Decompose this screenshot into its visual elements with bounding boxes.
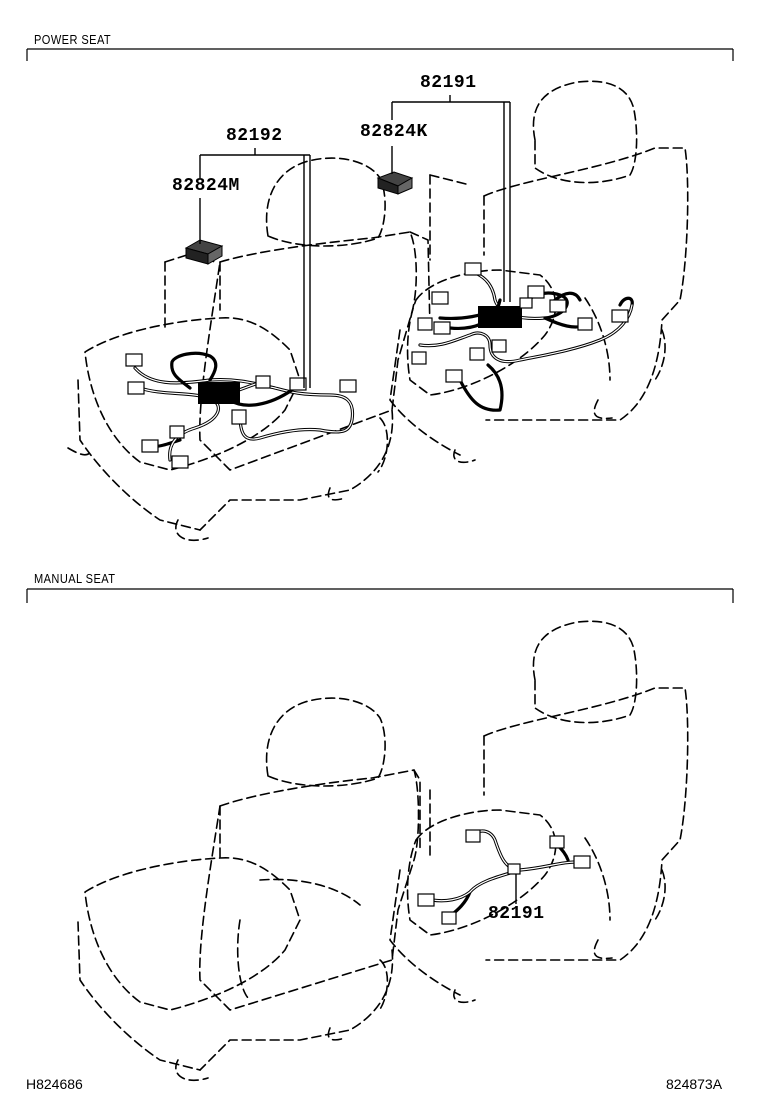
- part-label-82192: 82192: [226, 126, 283, 146]
- leader-82191-power: [391, 95, 511, 302]
- manual-seat-bracket: [26, 588, 734, 603]
- part-label-82191-manual: 82191: [488, 904, 545, 924]
- part-label-82824M: 82824M: [172, 176, 240, 196]
- part-label-82191-power: 82191: [420, 73, 477, 93]
- power-seat-bracket: [26, 48, 734, 61]
- part-label-82824K: 82824K: [360, 122, 428, 142]
- power-seat-label: POWER SEAT: [34, 32, 112, 47]
- manual-right-seat: [389, 620, 689, 1004]
- power-right-seat: [376, 80, 689, 464]
- footer-right-code: 824873A: [666, 1076, 723, 1092]
- power-left-seat: [67, 157, 431, 542]
- footer-left-code: H824686: [26, 1076, 83, 1092]
- leader-82192: [199, 148, 311, 388]
- manual-seat-label: MANUAL SEAT: [34, 571, 116, 586]
- manual-left-seat: [77, 697, 421, 1082]
